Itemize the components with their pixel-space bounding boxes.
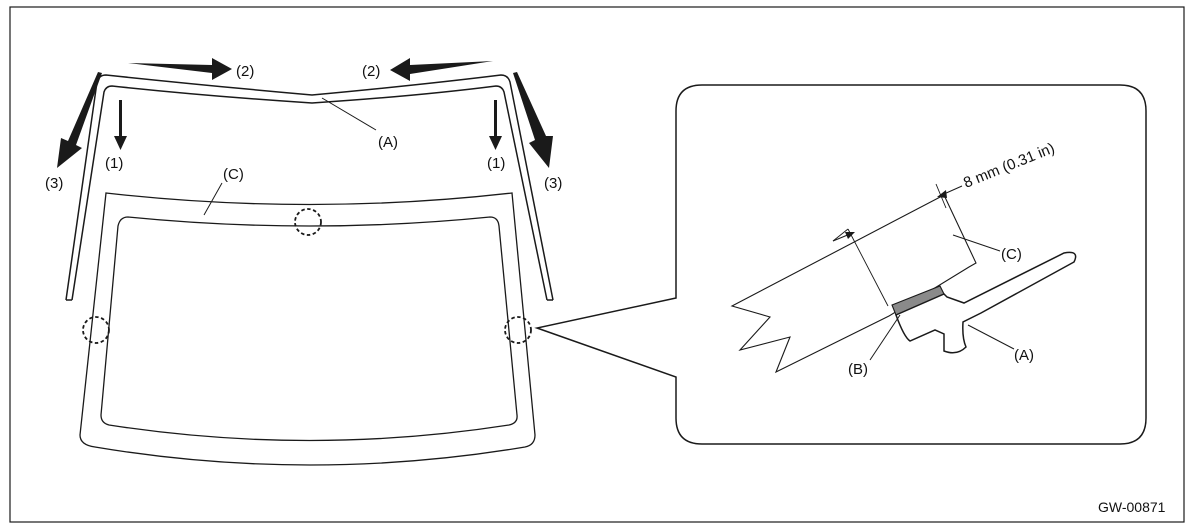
- arrow-step-2-right: [390, 58, 493, 81]
- glass-section: [730, 194, 977, 374]
- check-point-left: [82, 316, 110, 344]
- dimension-extension-left: [832, 228, 849, 242]
- leader-detail-c: [952, 234, 1001, 252]
- figure-code: GW-00871: [1098, 499, 1166, 515]
- arrow-step-1-left: [114, 100, 127, 150]
- dimension-arrowhead-left: [845, 232, 855, 239]
- label-detail-b: (B): [848, 361, 868, 378]
- glass-outer-edge: [79, 192, 536, 466]
- leader-glass-c: [203, 182, 223, 216]
- check-point-right: [504, 316, 532, 344]
- leader-detail-b: [869, 314, 901, 361]
- label-detail-c: (C): [1001, 246, 1022, 263]
- molding-section: [895, 251, 1077, 354]
- label-step-2-right: (2): [362, 63, 380, 80]
- arrow-step-1-right: [489, 100, 502, 150]
- label-step-1-right: (1): [487, 155, 505, 172]
- molding-strip-outer: [65, 74, 554, 301]
- label-molding-a: (A): [378, 134, 398, 151]
- figure-border: [9, 6, 1185, 523]
- molding-strip-inner: [71, 85, 548, 301]
- dimension-arrowhead-right: [937, 190, 947, 198]
- label-step-3-right: (3): [544, 175, 562, 192]
- check-point-top: [294, 208, 322, 236]
- arrow-step-3-right: [513, 72, 553, 168]
- arrow-step-2-left: [128, 58, 232, 80]
- label-step-3-left: (3): [45, 175, 63, 192]
- label-detail-a: (A): [1014, 347, 1034, 364]
- label-step-1-left: (1): [105, 155, 123, 172]
- leader-molding-a: [321, 97, 377, 131]
- arrow-step-3-left: [57, 72, 102, 168]
- dimension-arrow-right: [943, 185, 963, 195]
- label-glass-c: (C): [223, 166, 244, 183]
- label-step-2-left: (2): [236, 63, 254, 80]
- glass-inner-edge: [100, 216, 518, 442]
- leader-detail-a: [967, 324, 1015, 350]
- glass-ceramic-line: [847, 228, 889, 307]
